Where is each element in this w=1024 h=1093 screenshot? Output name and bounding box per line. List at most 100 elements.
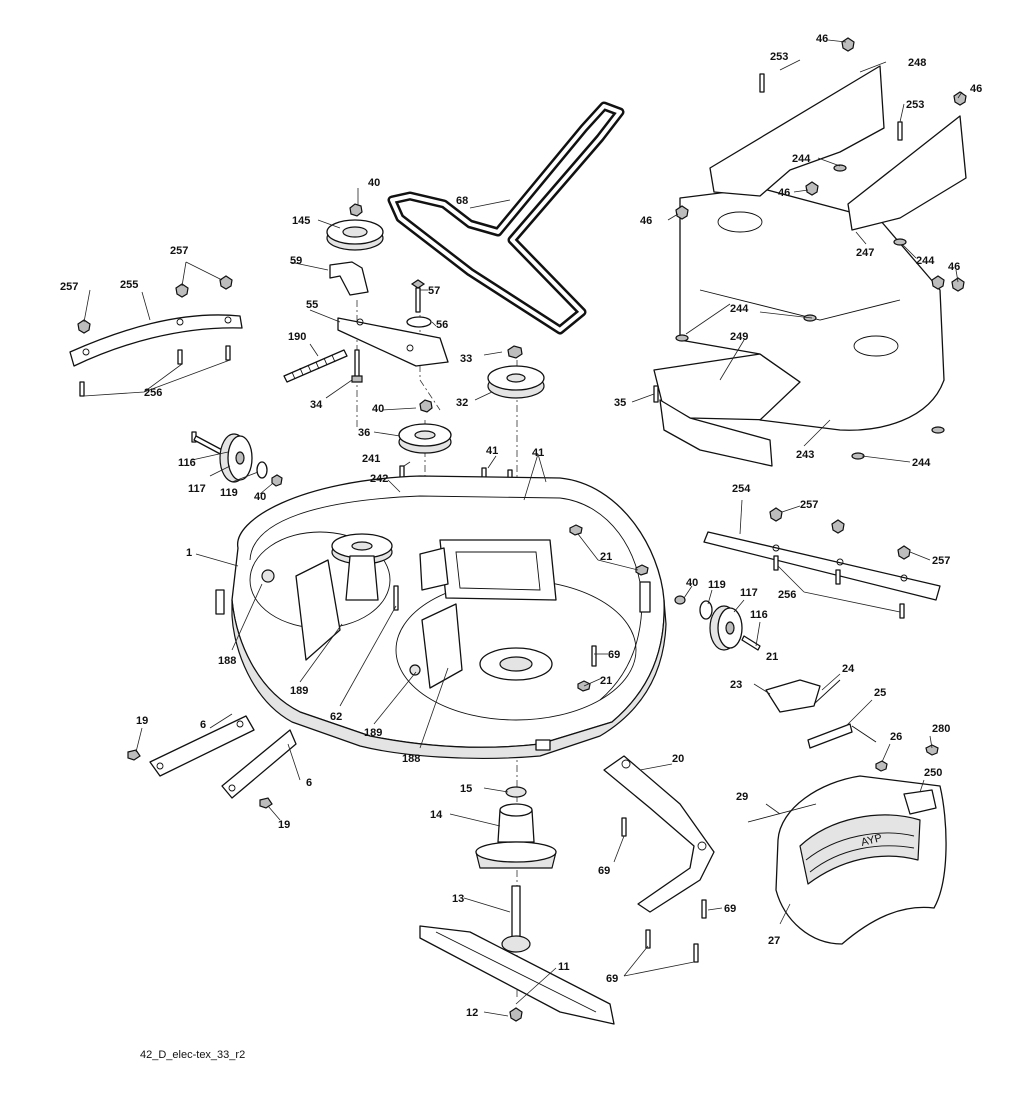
bracket-59 xyxy=(329,261,369,296)
discharge-chute-27: AYP xyxy=(775,775,947,945)
callout-labels: 1 6 6 11 12 13 14 15 19 19 20 21 21 21 2… xyxy=(60,33,982,1019)
callout-117: 117 xyxy=(740,587,758,599)
callout-40: 40 xyxy=(686,577,698,589)
callout-250: 250 xyxy=(924,767,942,779)
nuts-257-left xyxy=(77,275,233,334)
spindle-assembly xyxy=(475,786,557,953)
callout-21: 21 xyxy=(600,675,612,687)
belt-cover-243 xyxy=(679,187,945,431)
callout-116: 116 xyxy=(178,457,196,469)
callout-12: 12 xyxy=(466,1007,478,1019)
callout-189: 189 xyxy=(290,685,308,697)
callout-19: 19 xyxy=(136,715,148,727)
callout-6: 6 xyxy=(200,719,206,731)
callout-59: 59 xyxy=(290,255,302,267)
callout-242: 242 xyxy=(370,473,388,485)
stabilizer-6-right xyxy=(221,729,297,799)
callout-189: 189 xyxy=(364,727,382,739)
callout-248: 248 xyxy=(908,57,926,69)
bolt-62 xyxy=(393,585,399,611)
nut-40-mid xyxy=(419,399,433,413)
callout-69: 69 xyxy=(598,865,610,877)
bolts-69 xyxy=(621,817,707,963)
idler-wheel-right xyxy=(674,595,761,651)
rod-29 xyxy=(747,803,817,823)
callout-23: 23 xyxy=(730,679,742,691)
callout-244: 244 xyxy=(912,457,931,469)
spring-25 xyxy=(807,723,877,749)
callout-69: 69 xyxy=(608,649,620,661)
callout-254: 254 xyxy=(732,483,751,495)
callout-40: 40 xyxy=(372,403,384,415)
callout-41: 41 xyxy=(486,445,498,457)
callout-69: 69 xyxy=(724,903,736,915)
callout-25: 25 xyxy=(874,687,886,699)
callout-14: 14 xyxy=(430,809,443,821)
callout-188: 188 xyxy=(218,655,236,667)
callout-21: 21 xyxy=(766,651,778,663)
callout-40: 40 xyxy=(254,491,266,503)
callout-46: 46 xyxy=(778,187,790,199)
callout-255: 255 xyxy=(120,279,138,291)
callout-253: 253 xyxy=(906,99,924,111)
callout-34: 34 xyxy=(310,399,323,411)
callout-55: 55 xyxy=(306,299,318,311)
callout-46: 46 xyxy=(816,33,828,45)
callout-256: 256 xyxy=(778,589,796,601)
callout-119: 119 xyxy=(708,579,726,591)
bolts-46 xyxy=(675,37,967,292)
nuts-257-right xyxy=(769,507,911,560)
callout-257: 257 xyxy=(170,245,188,257)
callout-119: 119 xyxy=(220,487,238,499)
callout-46: 46 xyxy=(948,261,960,273)
rod-24 xyxy=(813,679,841,705)
callout-24: 24 xyxy=(842,663,855,675)
callout-145: 145 xyxy=(292,215,310,227)
callout-243: 243 xyxy=(796,449,814,461)
callout-21: 21 xyxy=(600,551,612,563)
stabilizer-6-left xyxy=(149,715,255,777)
callout-244: 244 xyxy=(792,153,811,165)
callout-117: 117 xyxy=(188,483,206,495)
callout-32: 32 xyxy=(456,397,468,409)
callout-190: 190 xyxy=(288,331,306,343)
callout-69: 69 xyxy=(606,973,618,985)
bolt-12 xyxy=(509,1007,523,1022)
callout-62: 62 xyxy=(330,711,342,723)
bar-254 xyxy=(703,531,941,601)
callout-19: 19 xyxy=(278,819,290,831)
pulley-36 xyxy=(398,423,452,454)
callout-11: 11 xyxy=(558,961,570,973)
callout-40: 40 xyxy=(368,177,380,189)
shield-248 xyxy=(709,65,885,197)
bolts-253 xyxy=(759,73,903,141)
nut-280 xyxy=(925,744,939,756)
callout-13: 13 xyxy=(452,893,464,905)
nut-26 xyxy=(875,760,888,772)
bracket-23 xyxy=(765,679,821,713)
drive-belt xyxy=(387,101,625,335)
nut-33 xyxy=(507,345,523,359)
callout-46: 46 xyxy=(640,215,652,227)
callout-257: 257 xyxy=(60,281,78,293)
callout-253: 253 xyxy=(770,51,788,63)
nut-40-top xyxy=(349,203,363,217)
callout-257: 257 xyxy=(932,555,950,567)
washer-56 xyxy=(406,316,432,328)
callout-256: 256 xyxy=(144,387,162,399)
bolt-34 xyxy=(351,349,363,383)
bolts-19 xyxy=(127,749,273,809)
callout-257: 257 xyxy=(800,499,818,511)
callout-15: 15 xyxy=(460,783,472,795)
svg-text:AYP: AYP xyxy=(860,832,883,849)
idler-arm-20 xyxy=(603,755,715,913)
callout-41: 41 xyxy=(532,447,544,459)
bolt-57 xyxy=(410,279,426,313)
pulley-32 xyxy=(487,365,545,399)
bolts-256-right xyxy=(773,555,905,619)
callout-35: 35 xyxy=(614,397,626,409)
blade-11 xyxy=(419,925,615,1025)
shield-247 xyxy=(847,115,967,231)
callout-241: 241 xyxy=(362,453,380,465)
